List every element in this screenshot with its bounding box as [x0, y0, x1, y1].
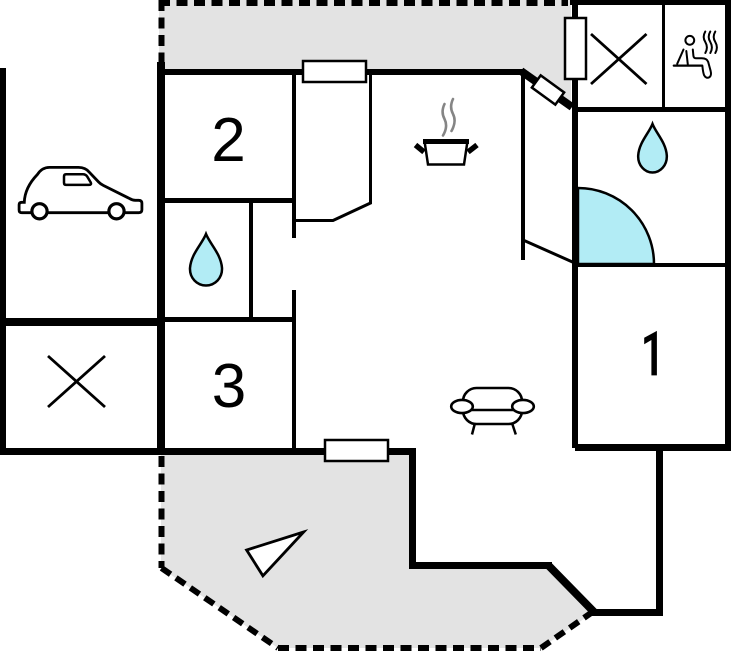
svg-text:2: 2	[211, 106, 245, 175]
svg-text:3: 3	[212, 352, 246, 421]
